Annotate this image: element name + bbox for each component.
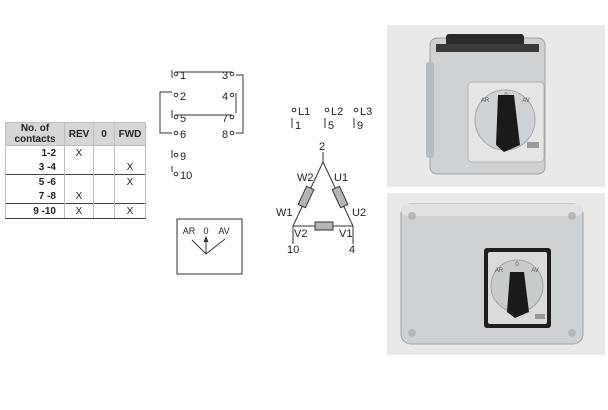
product-photo-top: AR 0 AV <box>387 25 605 187</box>
motor-label-u2: U2 <box>352 207 366 219</box>
motor-node-top: 2 <box>319 141 325 153</box>
header-rev: REV <box>64 122 94 146</box>
table-row: 1-2 X <box>5 145 146 160</box>
motor-terminal-4: 4 <box>349 244 355 256</box>
contact-pair: 5 -6 <box>5 174 65 189</box>
header-zero: 0 <box>93 122 115 146</box>
contact-pair: 3 -4 <box>5 160 65 175</box>
terminal-number: 5 <box>328 120 334 132</box>
contact-pair: 7 -8 <box>5 189 65 204</box>
rotary-knob-top <box>496 95 520 152</box>
fwd-cell: X <box>114 174 146 189</box>
motor-label-u1: U1 <box>334 172 348 184</box>
contact-label-right: 3 <box>222 70 228 82</box>
contact-8-dot <box>229 130 235 136</box>
contact-label-left: 6 <box>180 129 186 141</box>
table-row: 7 -8 X <box>5 189 146 204</box>
terminal-l3: L3 <box>360 106 372 118</box>
rev-cell: X <box>64 145 94 160</box>
contact-7-dot <box>229 114 235 120</box>
fwd-cell: X <box>114 160 146 175</box>
product-photo-bottom: AR 0 AV <box>387 193 605 355</box>
fwd-cell <box>114 145 146 160</box>
contact-4-dot <box>229 92 235 98</box>
knob-label-av: AV <box>531 268 539 274</box>
header-fwd: FWD <box>114 122 146 146</box>
fwd-cell <box>114 189 146 204</box>
zero-cell <box>93 174 115 189</box>
zero-cell <box>93 203 115 219</box>
contact-label-right: 8 <box>222 129 228 141</box>
dial-label-ar: AR <box>183 226 196 236</box>
contact-diagram <box>159 70 244 177</box>
dial-label-zero: 0 <box>203 226 208 236</box>
terminal-l1: L1 <box>298 106 310 118</box>
contact-label-right: 4 <box>222 91 228 103</box>
dial-symbol: AR 0 AV <box>176 218 243 275</box>
motor-label-w1: W1 <box>276 207 293 219</box>
terminal-number: 1 <box>295 120 301 132</box>
contact-label-left: 1 <box>180 70 186 82</box>
contact-5-dot <box>173 114 179 120</box>
contact-6-dot <box>173 130 179 136</box>
contact-pair: 9 -10 <box>5 203 65 219</box>
rev-cell: X <box>64 189 94 204</box>
motor-label-v1: V1 <box>339 228 352 240</box>
motor-delta-winding <box>292 152 354 244</box>
knob-label-zero: 0 <box>515 262 519 268</box>
contact-label-left: 2 <box>180 91 186 103</box>
motor-label-w2: W2 <box>297 172 314 184</box>
terminal-number: 9 <box>357 120 363 132</box>
contact-1-dot <box>173 71 179 77</box>
fwd-cell: X <box>114 203 146 219</box>
table-row: 3 -4 X <box>5 160 146 175</box>
contact-3-dot <box>229 71 235 77</box>
motor-label-v2: V2 <box>294 228 307 240</box>
contact-label-left: 5 <box>180 113 186 125</box>
line-terminals <box>291 107 359 128</box>
zero-cell <box>93 189 115 204</box>
contact-label-right: 7 <box>222 113 228 125</box>
contact-10-dot <box>173 171 179 177</box>
motor-terminal-10: 10 <box>287 244 299 256</box>
knob-label-ar: AR <box>481 98 490 104</box>
knob-label-ar: AR <box>495 268 504 274</box>
knob-label-av: AV <box>522 98 530 104</box>
contact-pair: 1-2 <box>5 145 65 160</box>
rev-cell: X <box>64 203 94 219</box>
table-row: 5 -6 X <box>5 174 146 189</box>
table-row: 9 -10 X X <box>5 203 146 219</box>
zero-cell <box>93 160 115 175</box>
terminal-l2: L2 <box>331 106 343 118</box>
rev-cell <box>64 160 94 175</box>
contact-label-left: 10 <box>180 170 192 182</box>
rotary-knob-bottom <box>507 272 529 318</box>
contact-2-dot <box>173 92 179 98</box>
dial-label-av: AV <box>218 226 229 236</box>
contact-9-dot <box>173 152 179 158</box>
zero-cell <box>93 145 115 160</box>
rev-cell <box>64 174 94 189</box>
contact-label-left: 9 <box>180 151 186 163</box>
